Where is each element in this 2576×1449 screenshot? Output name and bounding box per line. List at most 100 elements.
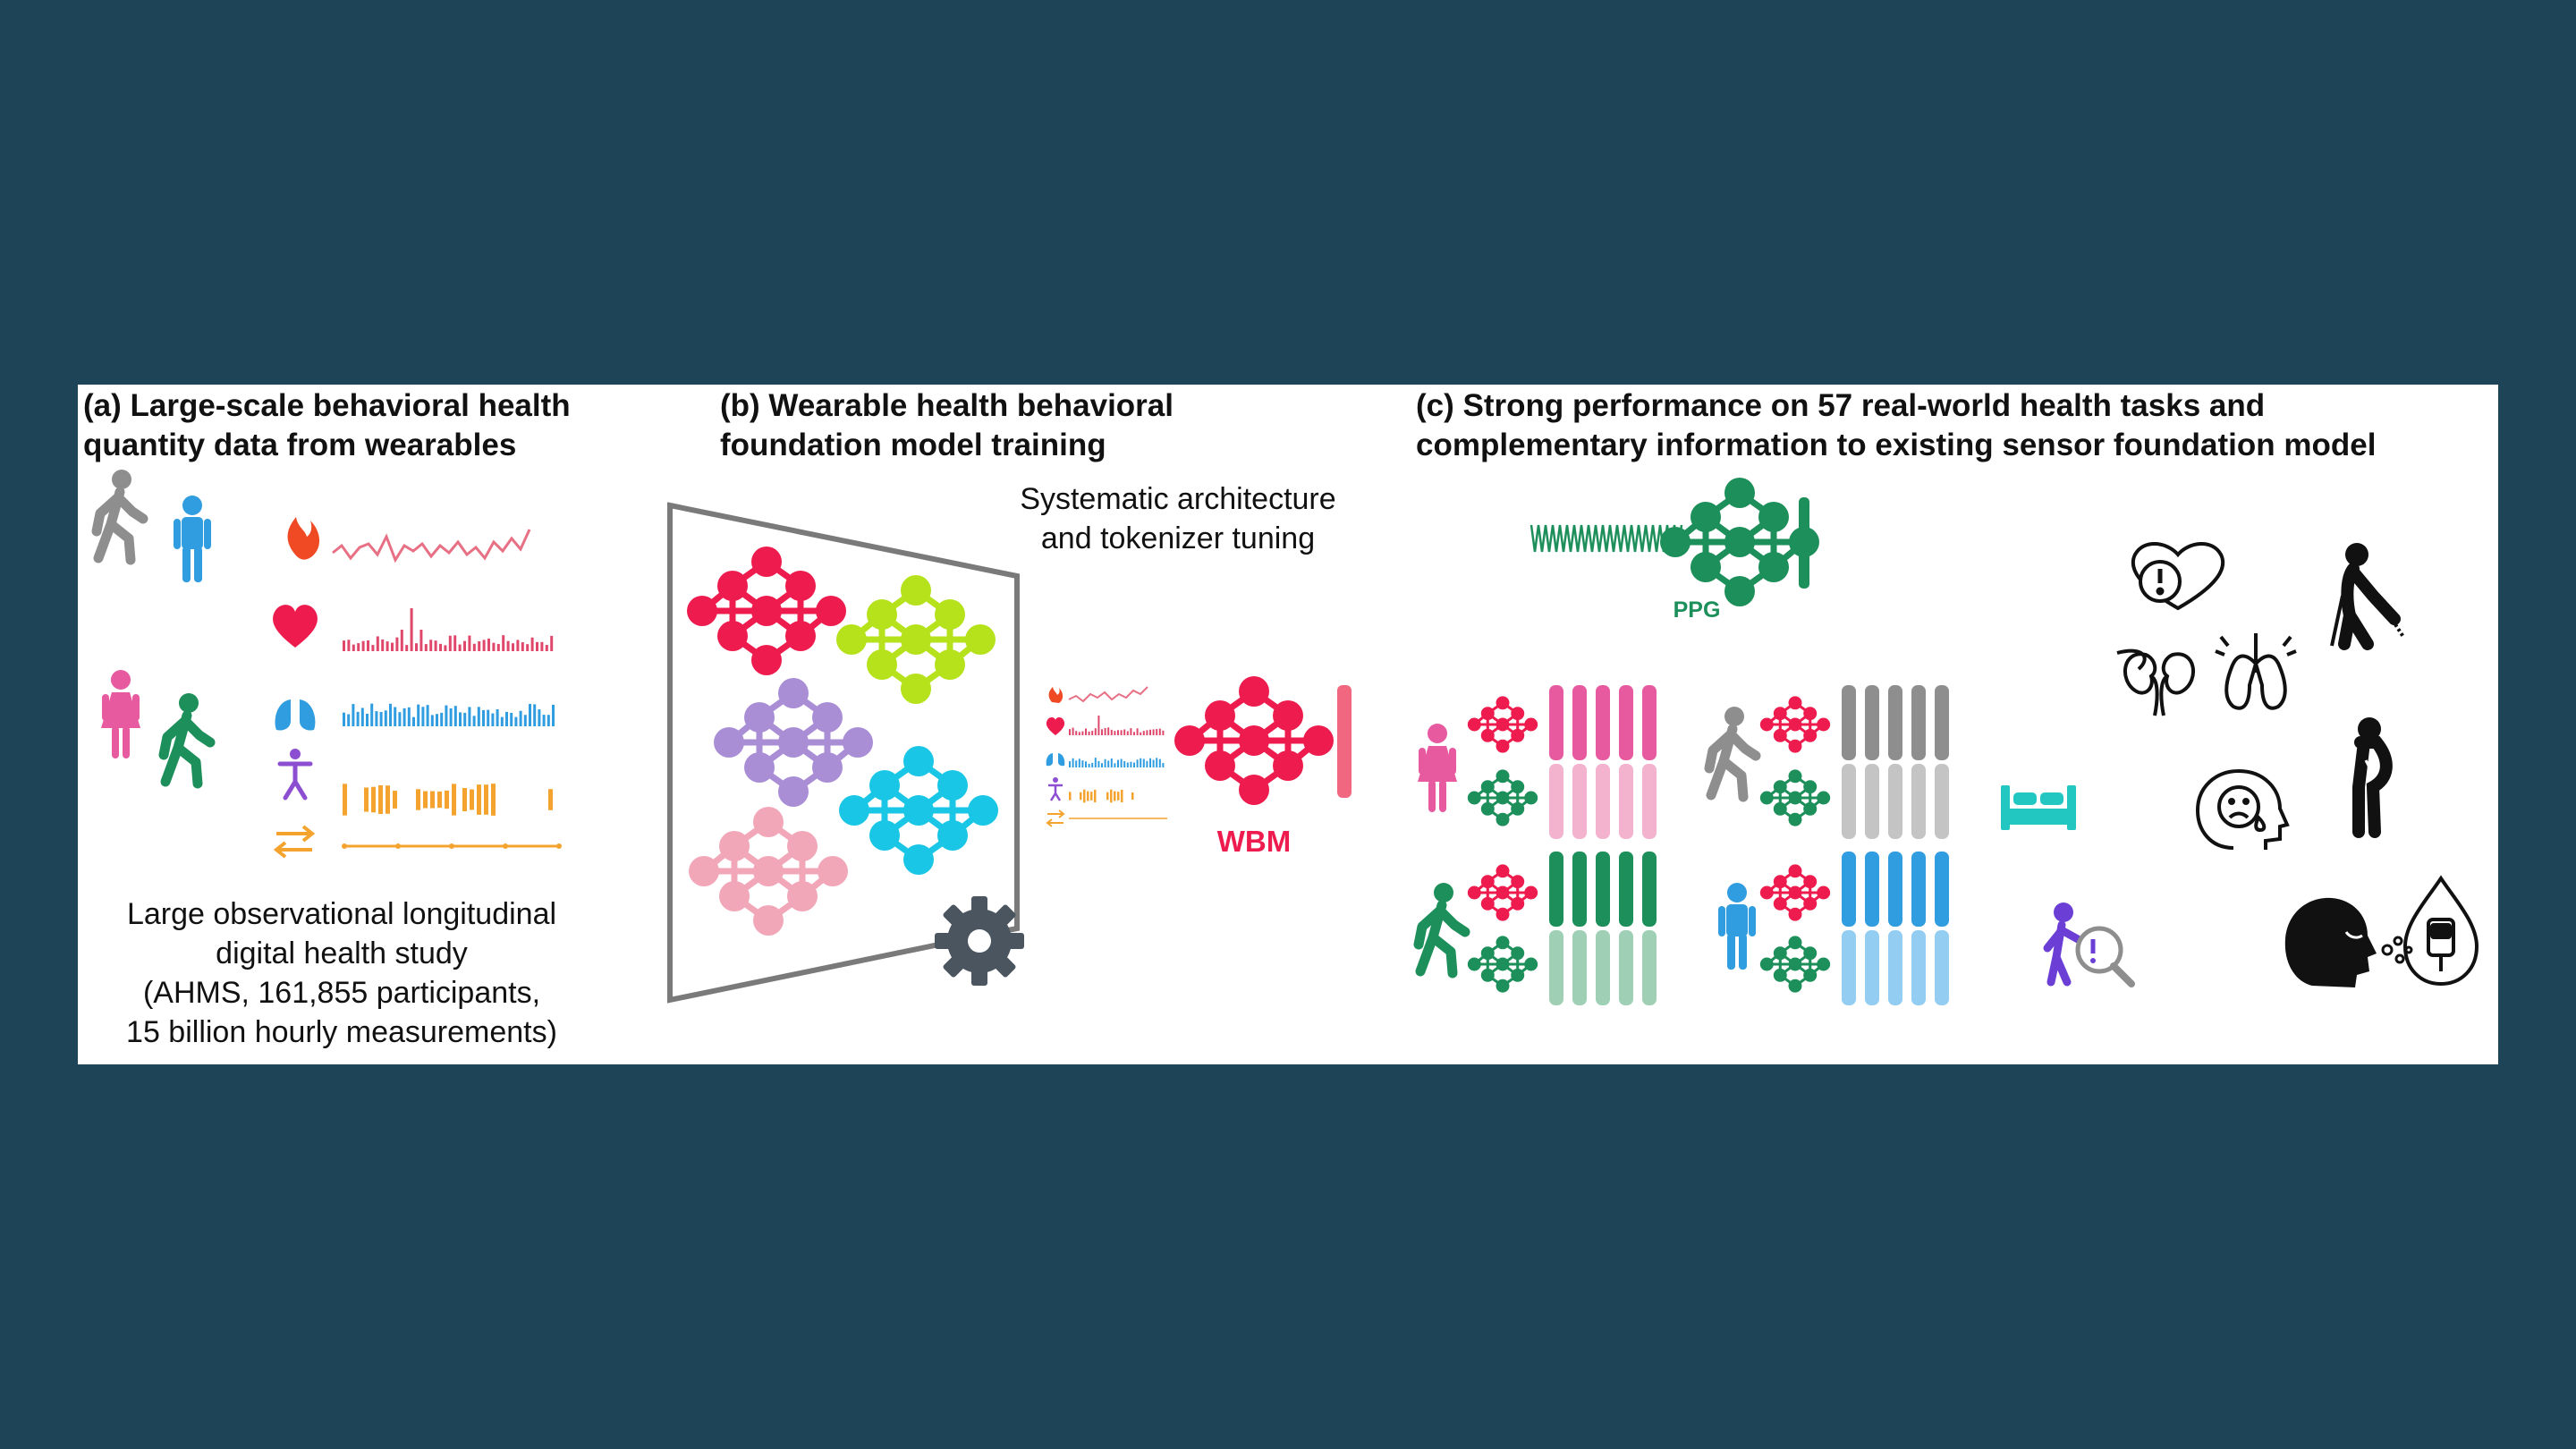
signal-bar xyxy=(371,645,375,651)
signal-bar xyxy=(526,644,530,651)
wbm-label: WBM xyxy=(1216,825,1292,858)
signal-bar xyxy=(1156,758,1158,767)
signal-bar xyxy=(516,640,520,651)
signal-bar xyxy=(491,784,496,816)
signal-bar xyxy=(1642,930,1657,1005)
signal-bar xyxy=(1149,758,1151,767)
signal-bar xyxy=(1130,761,1132,767)
embedding-bars-gray xyxy=(1842,685,1949,839)
signal-bar xyxy=(1158,758,1161,767)
signal-bar xyxy=(1088,731,1090,735)
signal-bar xyxy=(1133,762,1135,767)
signal-bar xyxy=(1114,731,1116,735)
signal-bar xyxy=(449,708,453,726)
signal-bar xyxy=(357,643,360,651)
signal-bar xyxy=(470,789,474,810)
signal-bar xyxy=(1081,760,1084,767)
signal-bar xyxy=(1146,760,1148,767)
signal-bar xyxy=(1146,730,1148,735)
network-red xyxy=(687,547,846,675)
signal-bar xyxy=(1156,729,1158,735)
signal-bar xyxy=(410,608,413,651)
signal-bar xyxy=(343,712,345,726)
signal-bar xyxy=(1097,716,1100,735)
caption-line3: (AHMS, 161,855 participants, xyxy=(142,976,541,1010)
lungs-outline-icon xyxy=(2215,633,2297,710)
person-search-icon xyxy=(2043,902,2135,987)
walking-person-icon xyxy=(1419,883,1465,973)
embedding-bars-pink xyxy=(1549,685,1657,839)
signal-bar xyxy=(445,705,448,726)
signal-bar xyxy=(1549,930,1563,1005)
signal-bar xyxy=(1110,729,1113,735)
signal-bar xyxy=(381,639,385,651)
distance-signal xyxy=(342,843,562,849)
ppg-mini-network xyxy=(1758,767,1832,828)
signal-bar xyxy=(437,791,442,809)
signal-bar xyxy=(1865,852,1879,927)
signal-bar xyxy=(1072,727,1074,735)
signal-bar xyxy=(423,791,428,809)
signal-bar xyxy=(1130,728,1132,735)
signal-bar xyxy=(1642,685,1657,760)
signal-bar xyxy=(356,711,360,726)
signal-bar xyxy=(347,640,351,651)
signal-bar xyxy=(1110,789,1113,803)
signal-bar xyxy=(1075,731,1078,735)
kidneys-icon xyxy=(2116,648,2196,716)
signal-bar xyxy=(538,709,541,726)
signal-bar xyxy=(1104,758,1106,767)
signal-bar xyxy=(448,635,452,651)
signal-bar xyxy=(1140,732,1142,735)
signal-bar xyxy=(514,716,518,726)
signal-bar xyxy=(530,637,534,651)
signal-bar xyxy=(1865,930,1879,1005)
signal-bar xyxy=(545,645,548,651)
signal-bar xyxy=(1162,730,1165,735)
signal-bar xyxy=(547,715,550,726)
signal-bar xyxy=(521,642,524,651)
signal-bar xyxy=(386,785,390,814)
signal-bar xyxy=(389,703,392,726)
signal-bar xyxy=(1152,729,1155,735)
signal-bar xyxy=(506,640,510,651)
training-frame xyxy=(667,502,1020,1004)
signal-bar xyxy=(1619,852,1633,927)
signal-bar xyxy=(550,635,554,651)
caption-line1: Large observational longitudinal xyxy=(126,897,557,931)
signal-bar xyxy=(523,715,527,726)
signal-bar xyxy=(378,784,383,815)
signal-bar xyxy=(430,791,435,809)
ppg-embedding-bar xyxy=(1799,497,1809,589)
signal-bar xyxy=(452,784,456,816)
embedding-bars-blue xyxy=(1842,852,1949,1005)
signal-bar xyxy=(347,714,351,726)
signal-bar xyxy=(1572,685,1587,760)
signal-bar xyxy=(1078,758,1080,767)
signal-bar xyxy=(407,707,411,726)
signal-bar xyxy=(1572,852,1587,927)
signal-bar xyxy=(1935,764,1949,839)
signal-bar xyxy=(1642,852,1657,927)
signal-bar xyxy=(453,706,457,726)
lungs-icon xyxy=(275,699,316,731)
signal-bar xyxy=(453,635,457,651)
signal-bar xyxy=(430,715,434,726)
signal-bar xyxy=(459,712,462,726)
signal-bar xyxy=(477,707,480,726)
signal-bar xyxy=(1549,852,1563,927)
signal-bar xyxy=(1075,760,1078,767)
signal-bar xyxy=(505,711,508,726)
signal-bar xyxy=(352,644,355,651)
signal-bar xyxy=(439,643,442,651)
signal-bar xyxy=(1142,758,1145,767)
signal-bar xyxy=(1123,760,1126,767)
signal-bar xyxy=(1106,792,1109,801)
woman-icon xyxy=(1418,724,1457,812)
signal-bar xyxy=(376,636,379,651)
network-pink xyxy=(689,807,848,936)
ppg-network xyxy=(1660,478,1819,606)
signal-bar xyxy=(472,716,476,726)
signal-bar xyxy=(462,788,467,811)
signal-bar xyxy=(536,641,538,651)
